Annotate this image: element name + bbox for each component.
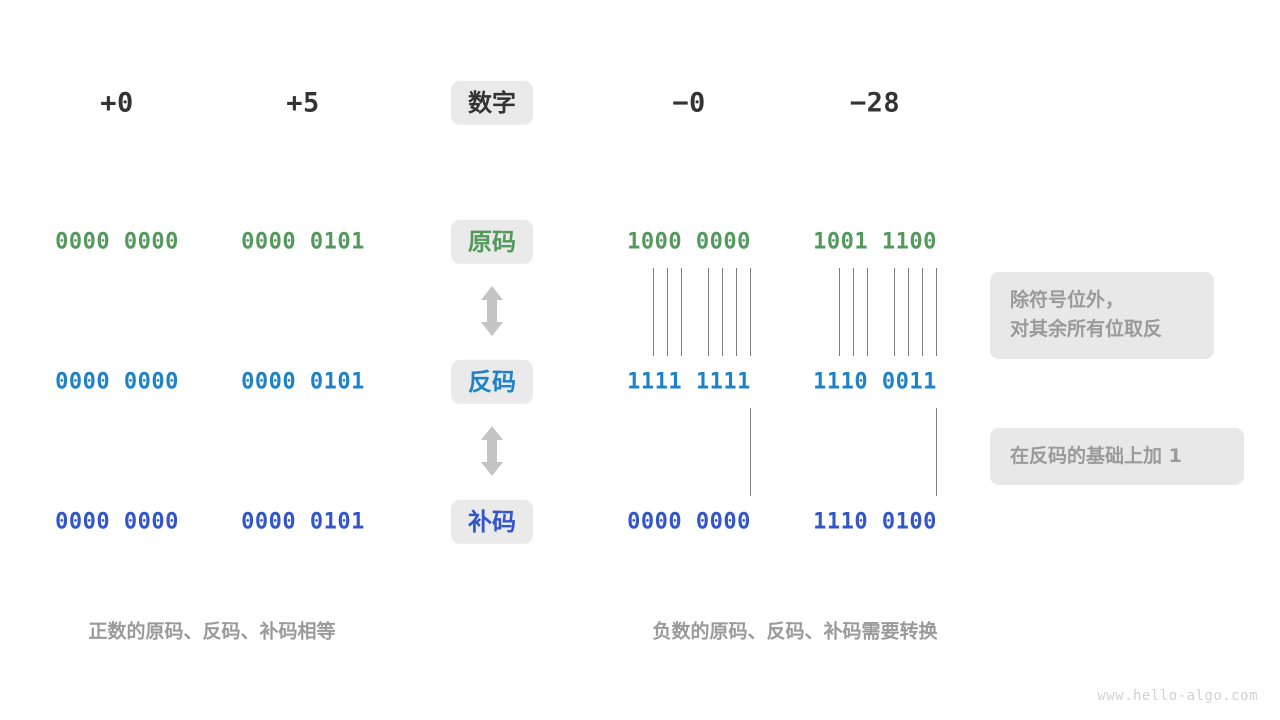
double-arrow-icon-ones-to-twos (479, 425, 505, 481)
connector-line (722, 268, 723, 356)
connector-line (839, 268, 840, 356)
connector-line (936, 268, 937, 356)
connector-line (667, 268, 668, 356)
value-twos-complement-minus-zero: 0000 0000 (627, 509, 751, 535)
note-invert-bits: 除符号位外， 对其余所有位取反 (990, 272, 1214, 359)
connector-line (750, 268, 751, 356)
row-label-badge-sign-magnitude: 原码 (451, 219, 533, 265)
connector-line (681, 268, 682, 356)
note-add-one: 在反码的基础上加 1 (990, 428, 1244, 486)
connector-line (750, 408, 751, 496)
row-label-badge-ones-complement: 反码 (451, 359, 533, 405)
header-number-plus-zero: +0 (100, 87, 134, 119)
connector-line (708, 268, 709, 356)
header-number-plus-five: +5 (286, 87, 320, 119)
value-sign-magnitude-plus-zero: 0000 0000 (55, 229, 179, 255)
value-twos-complement-plus-five: 0000 0101 (241, 509, 365, 535)
connector-line (894, 268, 895, 356)
connector-line (908, 268, 909, 356)
double-arrow-icon-sign-to-ones (479, 285, 505, 341)
connector-line (853, 268, 854, 356)
value-twos-complement-minus-twentyeight: 1110 0100 (813, 509, 937, 535)
header-label-badge-number: 数字 (451, 80, 533, 126)
value-ones-complement-minus-zero: 1111 1111 (627, 369, 751, 395)
site-watermark: www.hello-algo.com (1097, 688, 1258, 704)
value-ones-complement-plus-zero: 0000 0000 (55, 369, 179, 395)
header-number-minus-zero: −0 (672, 87, 706, 119)
caption-negative-numbers: 负数的原码、反码、补码需要转换 (652, 620, 938, 643)
value-ones-complement-plus-five: 0000 0101 (241, 369, 365, 395)
connector-line (653, 268, 654, 356)
header-number-minus-twentyeight: −28 (849, 87, 901, 119)
value-twos-complement-plus-zero: 0000 0000 (55, 509, 179, 535)
row-label-badge-twos-complement: 补码 (451, 499, 533, 545)
value-sign-magnitude-minus-zero: 1000 0000 (627, 229, 751, 255)
connector-line (736, 268, 737, 356)
connector-line (922, 268, 923, 356)
value-sign-magnitude-minus-twentyeight: 1001 1100 (813, 229, 937, 255)
value-sign-magnitude-plus-five: 0000 0101 (241, 229, 365, 255)
connector-line (867, 268, 868, 356)
value-ones-complement-minus-twentyeight: 1110 0011 (813, 369, 937, 395)
connector-line (936, 408, 937, 496)
caption-positive-numbers: 正数的原码、反码、补码相等 (88, 620, 336, 643)
